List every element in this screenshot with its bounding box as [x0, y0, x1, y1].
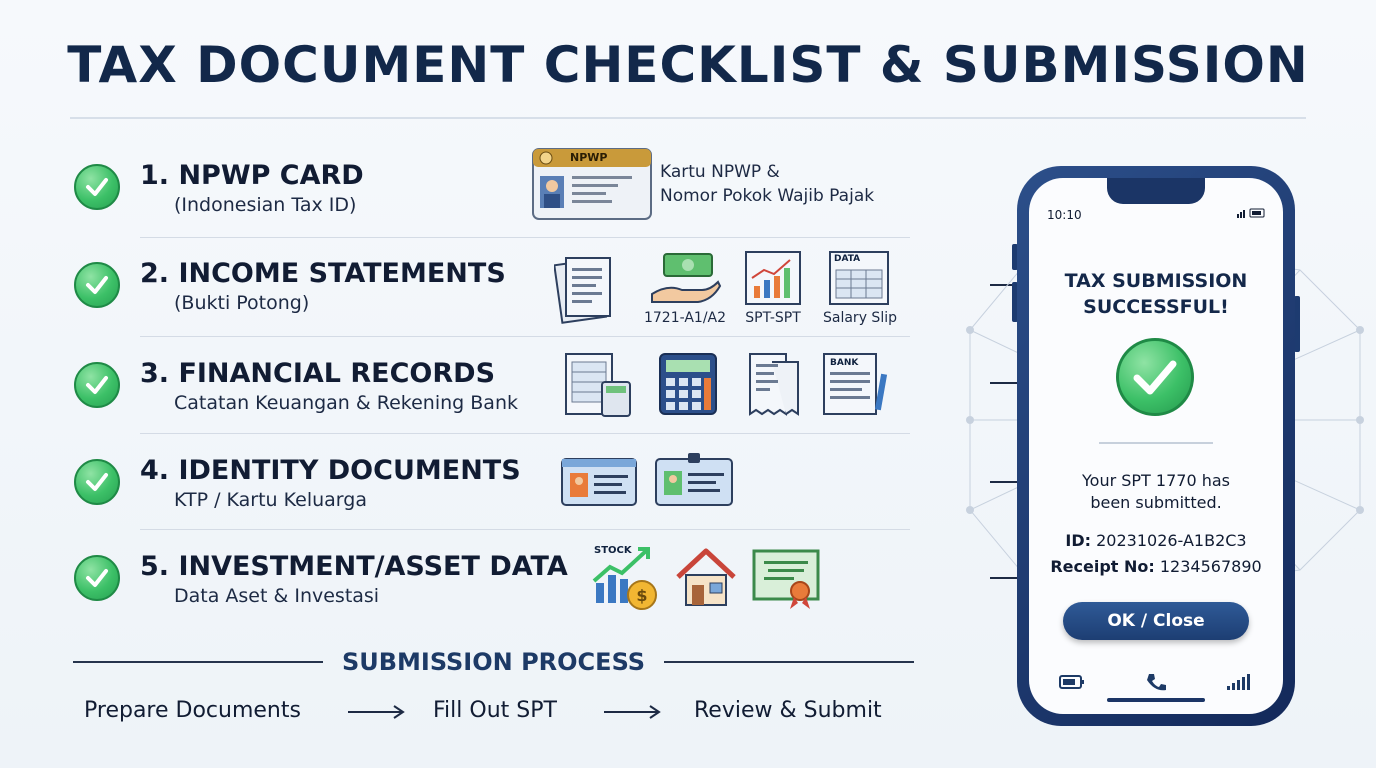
- title-divider: [70, 117, 1306, 119]
- checklist-row-npwp: 1. NPWP CARD (Indonesian Tax ID) NPWP Ka…: [70, 148, 910, 246]
- row-title: 3. FINANCIAL RECORDS: [140, 358, 496, 389]
- check-icon: [74, 555, 120, 601]
- row-title: 1. NPWP CARD: [140, 160, 364, 191]
- chart-document-label: SPT-SPT: [745, 310, 801, 326]
- process-step-fill: Fill Out SPT: [433, 698, 557, 723]
- data-sheet-label: Salary Slip: [823, 310, 897, 326]
- submission-id: ID: 20231026-A1B2C3: [1029, 531, 1283, 550]
- process-step-review: Review & Submit: [694, 698, 882, 723]
- arrow-right-icon: [604, 705, 661, 719]
- signal-battery-icon: [1237, 208, 1265, 218]
- heading-line2: SUCCESSFUL!: [1083, 296, 1229, 318]
- npwp-card-icon: NPWP: [532, 148, 652, 220]
- svg-text:$: $: [636, 586, 647, 605]
- npwp-note: Kartu NPWP & Nomor Pokok Wajib Pajak: [660, 160, 874, 208]
- bank-statement-icon: BANK: [822, 352, 892, 418]
- cash-hand-icon: [648, 250, 722, 308]
- phone-screen: 10:10 TAX SUBMISSION SUCCESSFUL! Your SP…: [1029, 178, 1283, 714]
- row-subtitle: Catatan Keuangan & Rekening Bank: [174, 392, 518, 414]
- process-divider-right: [664, 661, 914, 663]
- stock-chart-icon: $ STOCK: [592, 543, 664, 611]
- message-line2: been submitted.: [1090, 493, 1222, 512]
- process-title: SUBMISSION PROCESS: [341, 648, 646, 676]
- phone-time: 10:10: [1047, 208, 1082, 222]
- npwp-card-header: NPWP: [570, 151, 608, 164]
- chart-document-icon: [744, 250, 802, 306]
- row-subtitle: KTP / Kartu Keluarga: [174, 489, 367, 511]
- npwp-note-line1: Kartu NPWP &: [660, 162, 780, 182]
- row-divider: [140, 529, 910, 530]
- home-indicator[interactable]: [1107, 698, 1205, 702]
- receipt-number: Receipt No: 1234567890: [1029, 557, 1283, 576]
- id-label: ID:: [1065, 531, 1092, 550]
- receipt-value: 1234567890: [1159, 557, 1262, 576]
- stock-chart-tag: STOCK: [594, 545, 632, 556]
- row-title: 4. IDENTITY DOCUMENTS: [140, 455, 521, 486]
- family-card-icon: [654, 453, 734, 507]
- check-icon: [74, 459, 120, 505]
- house-icon: [674, 547, 738, 609]
- ok-close-button[interactable]: OK / Close: [1063, 602, 1249, 640]
- phone-notch: [1107, 178, 1205, 204]
- row-divider: [140, 237, 910, 238]
- status-icons: [1237, 208, 1267, 221]
- row-subtitle: Data Aset & Investasi: [174, 585, 380, 607]
- signal-icon[interactable]: [1227, 674, 1251, 690]
- calculator-icon: [658, 352, 718, 416]
- cash-hand-label: 1721-A1/A2: [643, 310, 727, 326]
- battery-icon[interactable]: [1059, 674, 1085, 690]
- check-icon: [74, 164, 120, 210]
- message-line1: Your SPT 1770 has: [1082, 471, 1230, 490]
- data-sheet-tag: DATA: [834, 254, 861, 264]
- bank-statement-tag: BANK: [830, 358, 859, 368]
- certificate-icon: [752, 549, 822, 611]
- checklist-row-investment: 5. INVESTMENT/ASSET DATA Data Aset & Inv…: [70, 539, 1047, 637]
- data-sheet-icon: DATA: [828, 250, 890, 306]
- checklist-row-financial: 3. FINANCIAL RECORDS Catatan Keuangan & …: [70, 346, 1047, 444]
- phone-side-button: [1012, 282, 1018, 322]
- row-divider: [140, 336, 910, 337]
- process-step-prepare: Prepare Documents: [84, 698, 301, 723]
- checklist-row-identity: 4. IDENTITY DOCUMENTS KTP / Kartu Keluar…: [70, 443, 1047, 541]
- phone-call-icon[interactable]: [1145, 672, 1167, 692]
- phone-mockup: 10:10 TAX SUBMISSION SUCCESSFUL! Your SP…: [1017, 166, 1295, 726]
- process-divider-left: [73, 661, 323, 663]
- row-title: 5. INVESTMENT/ASSET DATA: [140, 551, 568, 582]
- phone-divider: [1099, 442, 1213, 444]
- npwp-note-line2: Nomor Pokok Wajib Pajak: [660, 186, 875, 206]
- ledger-calculator-icon: [564, 352, 634, 418]
- arrow-right-icon: [348, 705, 405, 719]
- receipt-icon: [746, 352, 802, 418]
- check-icon: [74, 362, 120, 408]
- submission-heading: TAX SUBMISSION SUCCESSFUL!: [1029, 268, 1283, 320]
- heading-line1: TAX SUBMISSION: [1064, 270, 1248, 292]
- phone-side-button: [1012, 244, 1018, 270]
- row-title: 2. INCOME STATEMENTS: [140, 258, 506, 289]
- row-divider: [140, 433, 910, 434]
- id-value: 20231026-A1B2C3: [1096, 531, 1247, 550]
- success-check-icon: [1116, 338, 1194, 416]
- checklist-row-income: 2. INCOME STATEMENTS (Bukti Potong) 1721…: [70, 246, 1047, 344]
- id-card-icon: [560, 457, 638, 507]
- receipt-label: Receipt No:: [1050, 557, 1155, 576]
- phone-side-button: [1294, 296, 1300, 352]
- documents-stack-icon: [553, 250, 624, 326]
- check-icon: [74, 262, 120, 308]
- submission-message: Your SPT 1770 has been submitted.: [1029, 470, 1283, 514]
- row-subtitle: (Indonesian Tax ID): [174, 194, 357, 216]
- row-subtitle: (Bukti Potong): [174, 292, 310, 314]
- page-title: TAX DOCUMENT CHECKLIST & SUBMISSION: [67, 36, 1309, 94]
